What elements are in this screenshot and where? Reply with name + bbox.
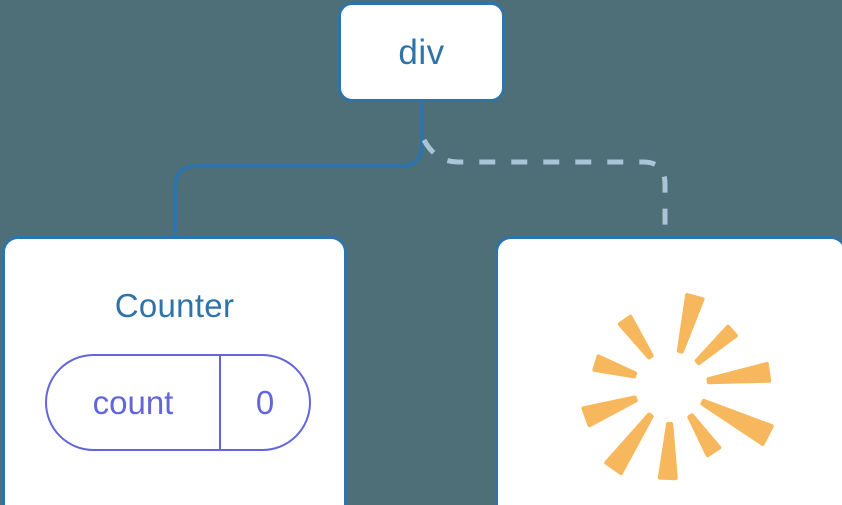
sparkle-ray bbox=[657, 421, 678, 481]
state-pill-count[interactable]: count 0 bbox=[45, 354, 311, 451]
node-counter-label: Counter bbox=[114, 287, 235, 324]
sparkle-ray bbox=[592, 354, 638, 379]
sparkle-ray bbox=[694, 324, 738, 366]
sparkle-ray bbox=[687, 413, 722, 458]
node-sparkle[interactable] bbox=[495, 236, 842, 505]
sparkle-ray bbox=[706, 361, 772, 385]
sparkle-ray bbox=[676, 293, 705, 354]
node-div[interactable]: div bbox=[338, 2, 505, 102]
state-key-label: count bbox=[47, 356, 221, 449]
sparkle-burst-icon bbox=[581, 293, 774, 481]
edge-div-to-counter bbox=[173, 100, 424, 240]
sparkle-ray bbox=[617, 314, 654, 360]
node-counter[interactable]: Counter count 0 bbox=[2, 236, 347, 505]
sparkle-ray bbox=[604, 412, 654, 476]
sparkle-ray bbox=[700, 398, 774, 446]
state-value-label: 0 bbox=[255, 384, 275, 421]
sparkle-ray bbox=[581, 395, 638, 428]
edge-div-to-sparkle bbox=[421, 138, 668, 238]
node-div-label: div bbox=[398, 32, 445, 72]
